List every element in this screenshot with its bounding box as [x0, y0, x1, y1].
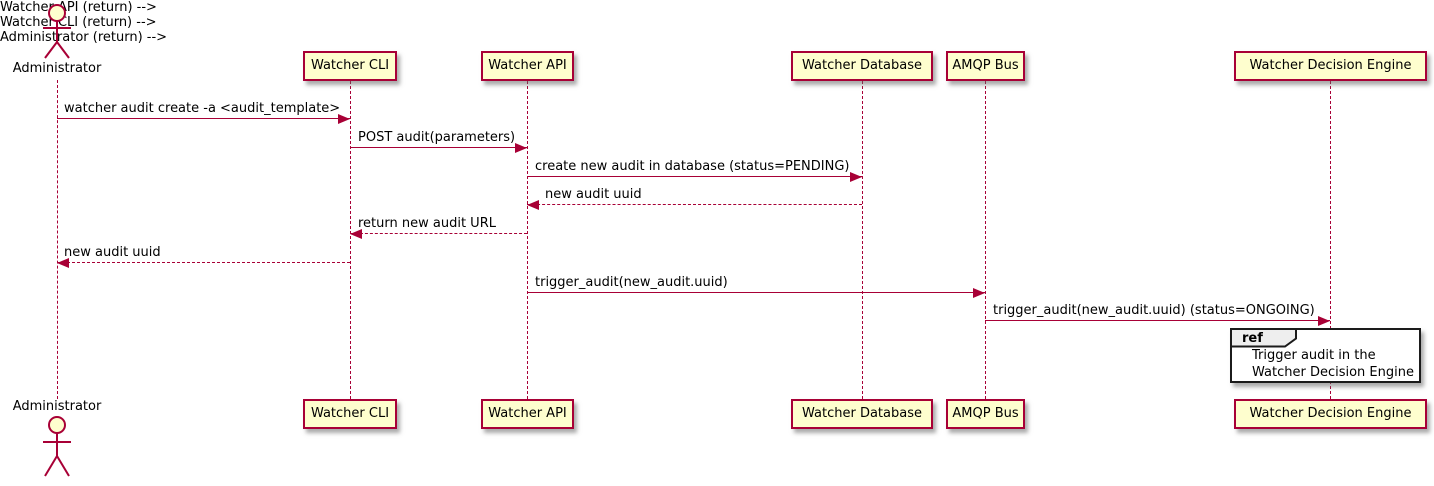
- message-label: new audit uuid: [64, 245, 161, 260]
- actor-icon: [43, 416, 71, 477]
- lifeline-watcher-database: [862, 81, 863, 399]
- message-line: [57, 262, 350, 263]
- participant-watcher-database-top: Watcher Database: [791, 51, 933, 81]
- lifeline-watcher-decision-engine: [1330, 81, 1331, 399]
- lifeline-amqp-bus: [985, 81, 986, 399]
- arrowhead-icon: [973, 287, 985, 298]
- arrowhead-icon: [338, 113, 350, 124]
- participant-watcher-api-bottom: Watcher API: [481, 399, 574, 429]
- arrowhead-icon: [350, 228, 362, 239]
- message-line: [985, 320, 1330, 321]
- message-label: trigger_audit(new_audit.uuid) (status=ON…: [993, 303, 1315, 318]
- participant-watcher-decision-engine-bottom: Watcher Decision Engine: [1234, 399, 1427, 429]
- message-line: [350, 147, 527, 148]
- message-label: new audit uuid: [545, 187, 642, 202]
- actor-icon: [43, 4, 71, 59]
- participant-watcher-api-top: Watcher API: [481, 51, 574, 81]
- participant-watcher-cli-top: Watcher CLI: [303, 51, 397, 81]
- participant-watcher-cli-bottom: Watcher CLI: [303, 399, 397, 429]
- ref-tab-icon: [1230, 328, 1297, 348]
- participant-amqp-bus-bottom: AMQP Bus: [946, 399, 1025, 429]
- lifeline-watcher-api: [527, 81, 528, 399]
- actor-label-bottom: Administrator: [12, 399, 102, 414]
- message-label: watcher audit create -a <audit_template>: [64, 101, 341, 116]
- message-label: return new audit URL: [358, 216, 496, 231]
- message-line: [527, 292, 985, 293]
- message-line: [57, 118, 350, 119]
- message-line: [527, 176, 862, 177]
- arrowhead-icon: [850, 171, 862, 182]
- participant-watcher-decision-engine-top: Watcher Decision Engine: [1234, 51, 1427, 81]
- message-line: [527, 204, 862, 205]
- lifeline-watcher-cli: [350, 81, 351, 399]
- participant-amqp-bus-top: AMQP Bus: [946, 51, 1025, 81]
- arrowhead-icon: [515, 142, 527, 153]
- message-label: create new audit in database (status=PEN…: [535, 159, 850, 174]
- ref-fragment: ref Trigger audit in the Watcher Decisio…: [1230, 328, 1421, 383]
- lifeline-administrator: [57, 80, 58, 399]
- message-label: trigger_audit(new_audit.uuid): [535, 275, 728, 290]
- message-line: [350, 233, 527, 234]
- participant-watcher-database-bottom: Watcher Database: [791, 399, 933, 429]
- arrowhead-icon: [527, 199, 539, 210]
- arrowhead-icon: [57, 257, 69, 268]
- arrowhead-icon: [1318, 315, 1330, 326]
- ref-text-line: Trigger audit in the: [1252, 348, 1376, 363]
- actor-label-top: Administrator: [12, 61, 102, 76]
- message-label: POST audit(parameters): [358, 130, 516, 145]
- ref-text-line: Watcher Decision Engine: [1252, 365, 1414, 380]
- ref-keyword: ref: [1242, 331, 1263, 346]
